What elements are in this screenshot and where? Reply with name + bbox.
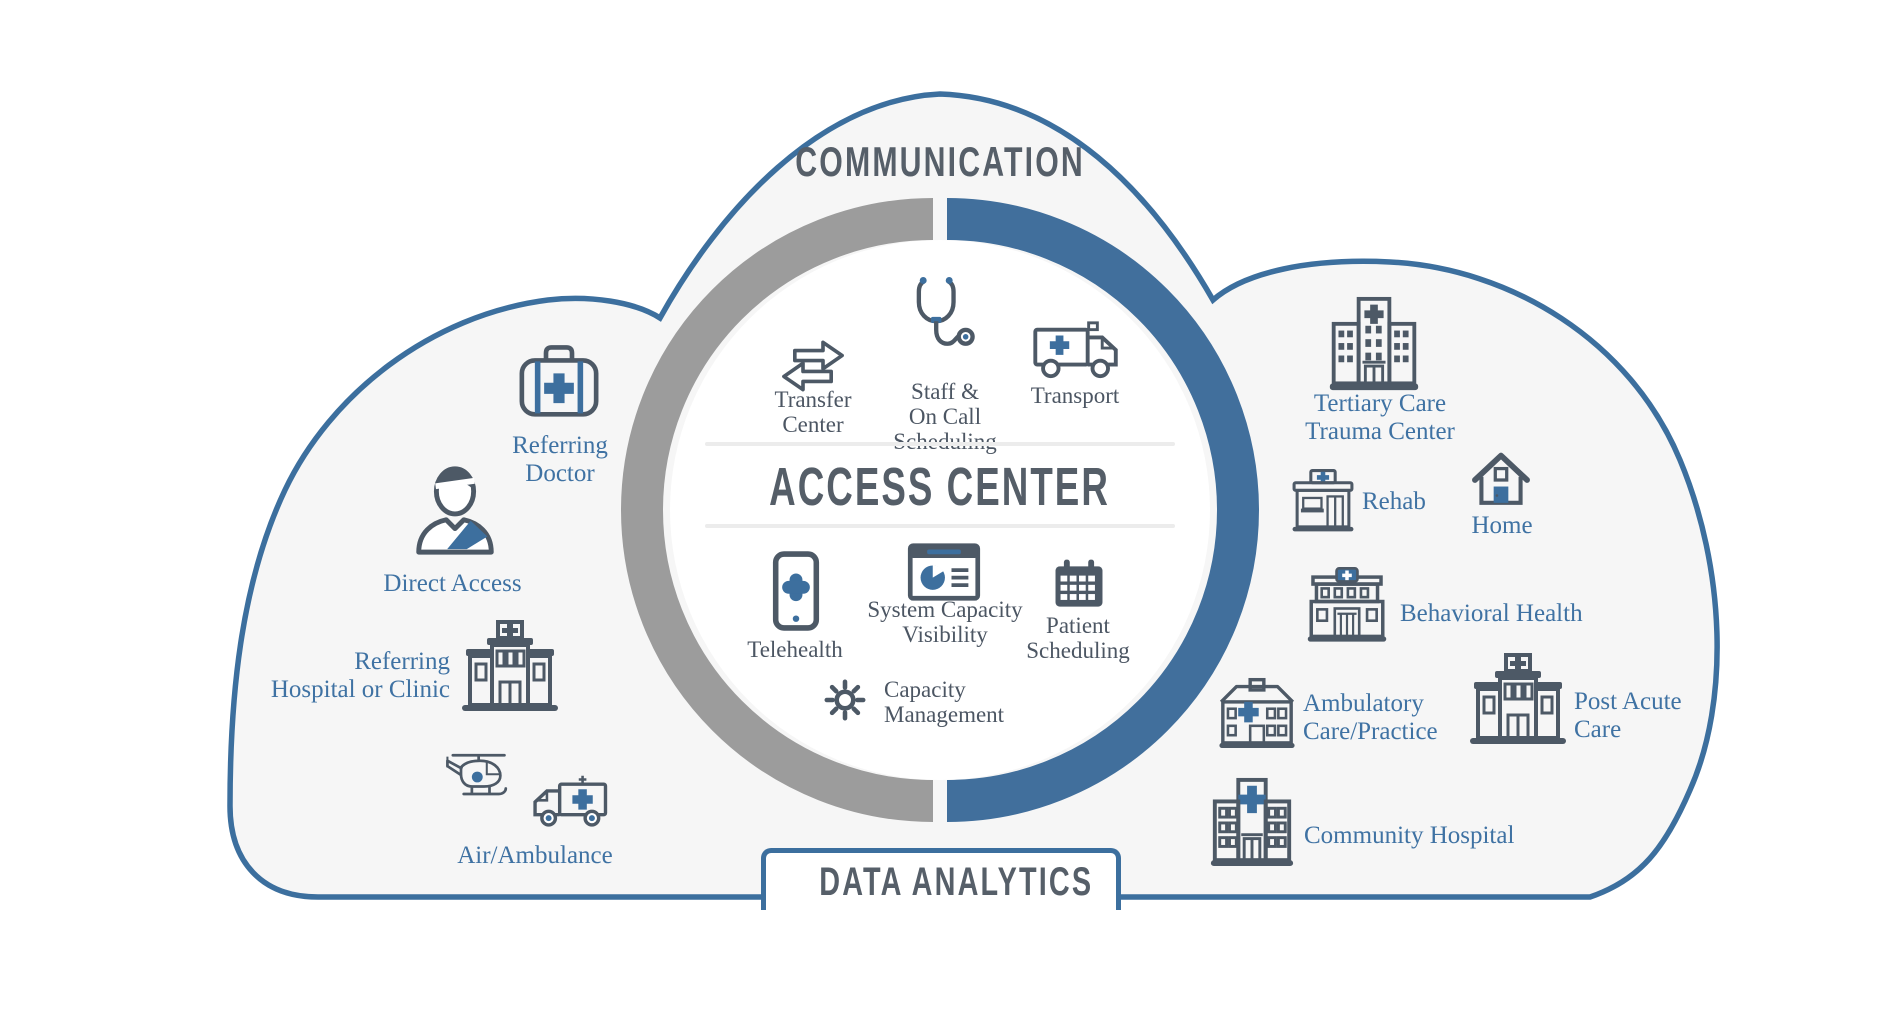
communication-label: COMMUNICATION <box>795 138 1085 185</box>
hospital-building-icon <box>460 620 560 712</box>
telehealth-phone-icon <box>772 550 820 632</box>
home-label: Home <box>1471 512 1533 539</box>
community-hospital-icon <box>1206 776 1298 866</box>
tertiary-care-label: Tertiary Care Trauma Center <box>1305 390 1455 445</box>
telehealth-label: Telehealth <box>747 637 843 662</box>
rehab-label: Rehab <box>1362 488 1426 515</box>
injured-person-icon <box>406 458 504 560</box>
post-acute-hospital-icon <box>1468 652 1568 746</box>
access-center-title: ACCESS CENTER <box>769 457 1111 517</box>
direct-access-label: Direct Access <box>383 570 522 597</box>
data-analytics-tab: DATA ANALYTICS <box>761 848 1121 910</box>
house-icon <box>1470 450 1532 510</box>
data-analytics-label: DATA ANALYTICS <box>819 860 1094 904</box>
behavioral-health-label: Behavioral Health <box>1400 600 1583 627</box>
staff-oncall-label: Staff & On Call Scheduling <box>893 379 997 454</box>
medical-bag-icon <box>514 340 604 418</box>
transfer-arrows-icon <box>773 336 853 396</box>
ring-blue-half <box>946 198 1259 822</box>
behavioral-building-icon <box>1306 566 1388 644</box>
referring-doctor-label: Referring Doctor <box>512 432 608 487</box>
gear-icon <box>818 676 872 724</box>
patient-scheduling-label: Patient Scheduling <box>1026 613 1130 663</box>
referring-hospital-label: Referring Hospital or Clinic <box>270 648 450 703</box>
large-hospital-icon <box>1326 296 1422 392</box>
capacity-management-label: Capacity Management <box>884 677 1005 727</box>
ring-gray-half <box>621 198 934 822</box>
center-circle <box>670 240 1210 780</box>
communication-banner: COMMUNICATION <box>700 136 1180 188</box>
system-capacity-label: System Capacity Visibility <box>867 597 1023 647</box>
divider <box>705 524 1175 528</box>
ambulatory-clinic-icon <box>1216 676 1298 750</box>
air-ambulance-icon <box>528 774 610 830</box>
calendar-icon <box>1052 558 1106 610</box>
data-analytics-banner: DATA ANALYTICS <box>766 859 1116 905</box>
ambulatory-care-label: Ambulatory Care/Practice <box>1303 690 1438 745</box>
divider <box>705 442 1175 446</box>
transport-label: Transport <box>1030 383 1120 408</box>
stethoscope-icon <box>905 270 983 362</box>
transport-ambulance-icon <box>1030 318 1124 382</box>
helicopter-icon <box>442 746 518 808</box>
community-hospital-label: Community Hospital <box>1304 822 1515 849</box>
dashboard-pie-icon <box>906 542 982 602</box>
clinic-storefront-icon <box>1288 468 1358 534</box>
transfer-center-label: Transfer Center <box>774 387 852 437</box>
post-acute-care-label: Post Acute Care <box>1574 688 1682 743</box>
air-ambulance-label: Air/Ambulance <box>457 842 613 869</box>
